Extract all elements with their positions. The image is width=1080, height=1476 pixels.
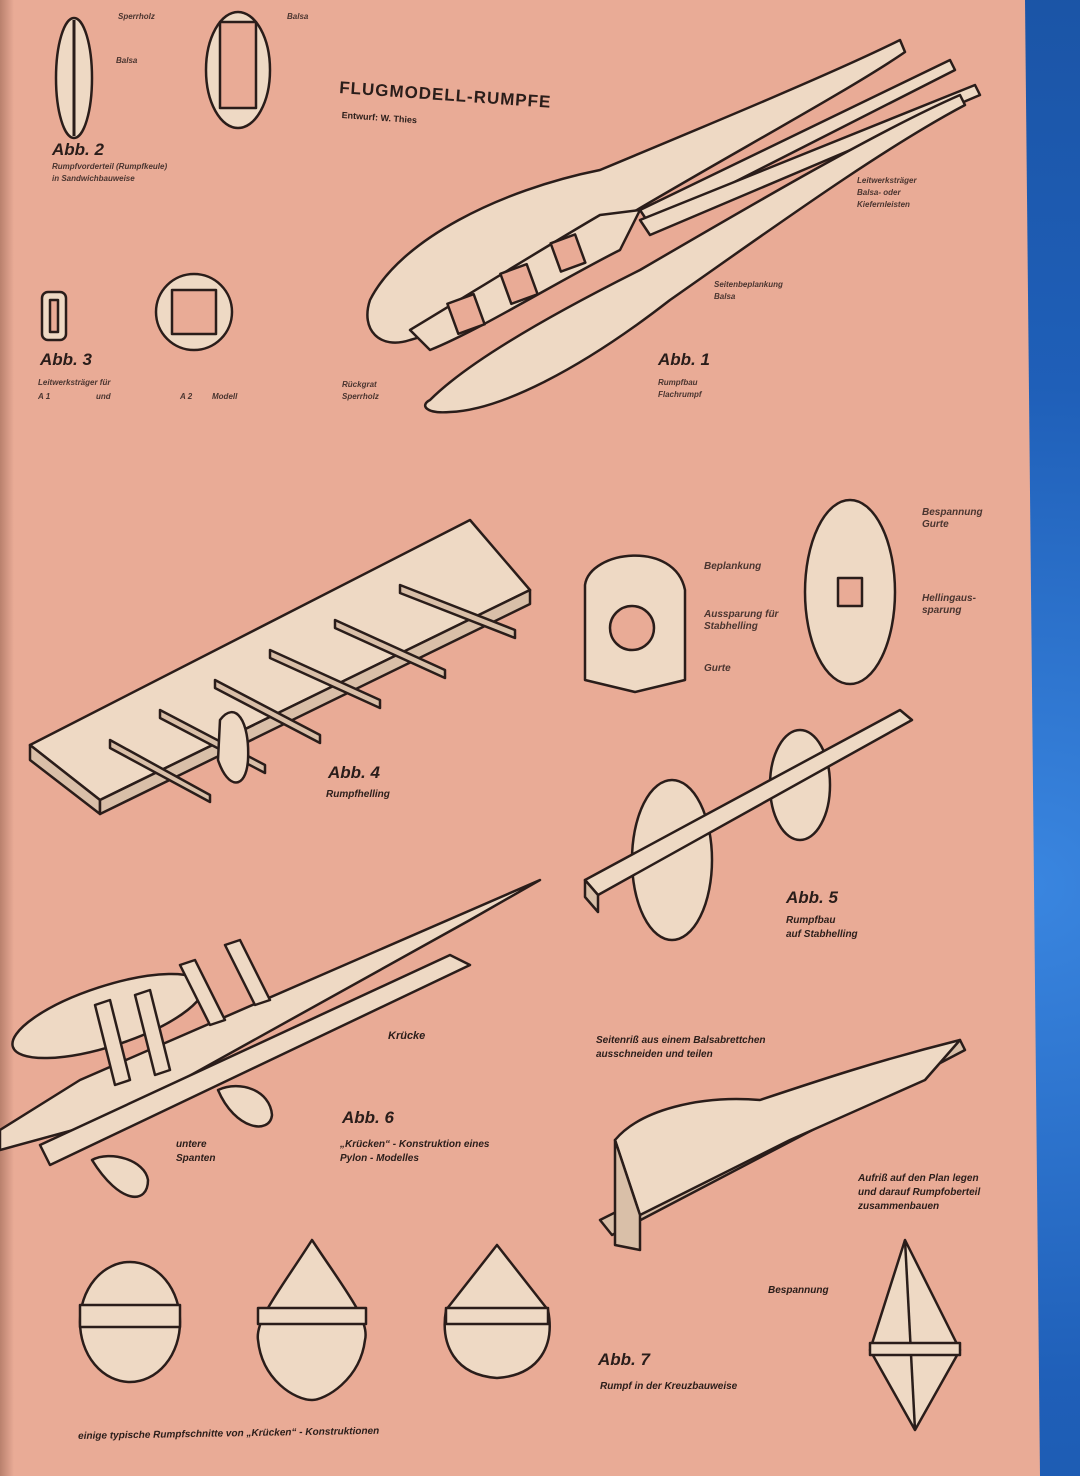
section-triangle — [443, 1243, 551, 1380]
abb3-round-section — [154, 272, 234, 352]
abb3-caption-5: Modell — [212, 392, 238, 401]
abb3-small-section — [40, 290, 68, 342]
abb1-caption-1: Rumpfbau — [658, 378, 698, 387]
abb6-label: Abb. 6 — [342, 1108, 394, 1127]
abb1-label: Abb. 1 — [658, 350, 710, 369]
abb3-caption-3: und — [96, 392, 111, 401]
label-aussparung-1: Aussparung für — [704, 609, 779, 620]
abb7-note2-3: zusammenbauen — [858, 1201, 940, 1212]
abb2-part-balsa: Balsa — [287, 12, 309, 21]
label-beplankung: Beplankung — [704, 561, 762, 572]
abb7-note1-2: ausschneiden und teilen — [596, 1049, 713, 1060]
label-gurte: Gurte — [704, 663, 731, 674]
abb6-kruecke-fuselage — [0, 878, 542, 1198]
label-bespannung: Bespannung — [922, 507, 983, 518]
label-helling-2: sparung — [922, 605, 962, 616]
abb1-rueckgrat-1: Rückgrat — [342, 380, 377, 389]
section-round — [78, 1260, 182, 1384]
abb3-caption-4: A 2 — [180, 392, 193, 401]
abb7-bespannung: Bespannung — [768, 1285, 829, 1296]
abb3-label: Abb. 3 — [40, 350, 92, 369]
abb7-cross-section — [868, 1238, 962, 1432]
abb3-caption-2: A 1 — [38, 392, 51, 401]
abb4-label: Abb. 4 — [328, 763, 380, 782]
abb6-caption-2: Pylon - Modelles — [340, 1153, 419, 1164]
abb2-label: Abb. 2 — [52, 140, 104, 159]
abb1-leitwerk-1: Leitwerksträger — [857, 176, 917, 185]
abb1-rueckgrat-2: Sperrholz — [342, 392, 379, 401]
page-fold-shadow — [0, 0, 14, 1476]
abb6-spanten-1: untere — [176, 1139, 207, 1150]
abb1-flat-fuselage — [366, 38, 982, 414]
section-gurte-spant — [803, 498, 897, 686]
abb2-sandwich-side — [54, 16, 94, 140]
technical-drawings — [0, 10, 982, 1432]
abb1-caption-2: Flachrumpf — [658, 390, 702, 399]
abb5-stabhelling — [583, 708, 914, 942]
abb2-caption-1: Rumpfvorderteil (Rumpfkeule) — [52, 162, 168, 171]
abb5-caption-1: Rumpfbau — [786, 915, 836, 926]
abb7-note2-1: Aufriß auf den Plan legen — [858, 1173, 979, 1184]
abb6-kruecke: Krücke — [388, 1030, 426, 1042]
abb2-part-balsa-mid: Balsa — [116, 56, 138, 65]
abb3-caption-1: Leitwerksträger für — [38, 378, 111, 387]
abb2-part-sperrholz: Sperrholz — [118, 12, 155, 21]
abb5-label: Abb. 5 — [786, 888, 838, 907]
abb7-kreuzbau-fuselage — [598, 1038, 967, 1252]
label-gurte-2: Gurte — [922, 519, 949, 530]
abb7-label: Abb. 7 — [598, 1350, 650, 1369]
abb1-leitwerk-3: Kiefernleisten — [857, 200, 910, 209]
section-drop — [256, 1238, 368, 1402]
abb7-note1-1: Seitenriß aus einem Balsabrettchen — [596, 1035, 766, 1046]
abb2-caption-2: in Sandwichbauweise — [52, 174, 135, 183]
abb7-caption: Rumpf in der Kreuzbauweise — [600, 1381, 738, 1392]
section-stabhelling-spant — [583, 554, 687, 694]
label-helling-1: Hellingaus- — [922, 593, 976, 604]
abb4-caption: Rumpfhelling — [326, 789, 390, 800]
abb1-seiten-1: Seitenbeplankung — [714, 280, 783, 289]
abb1-seiten-2: Balsa — [714, 292, 736, 301]
abb4-rumpfhelling — [28, 518, 532, 816]
abb6-spanten-2: Spanten — [176, 1153, 216, 1164]
label-aussparung-2: Stabhelling — [704, 621, 758, 632]
abb2-sandwich-front — [204, 10, 272, 130]
abb5-caption-2: auf Stabhelling — [786, 929, 858, 940]
abb7-note2-2: und darauf Rumpfoberteil — [858, 1187, 981, 1198]
abb6-caption-1: „Krücken“ - Konstruktion eines — [340, 1139, 490, 1150]
abb1-leitwerk-2: Balsa- oder — [857, 188, 901, 197]
